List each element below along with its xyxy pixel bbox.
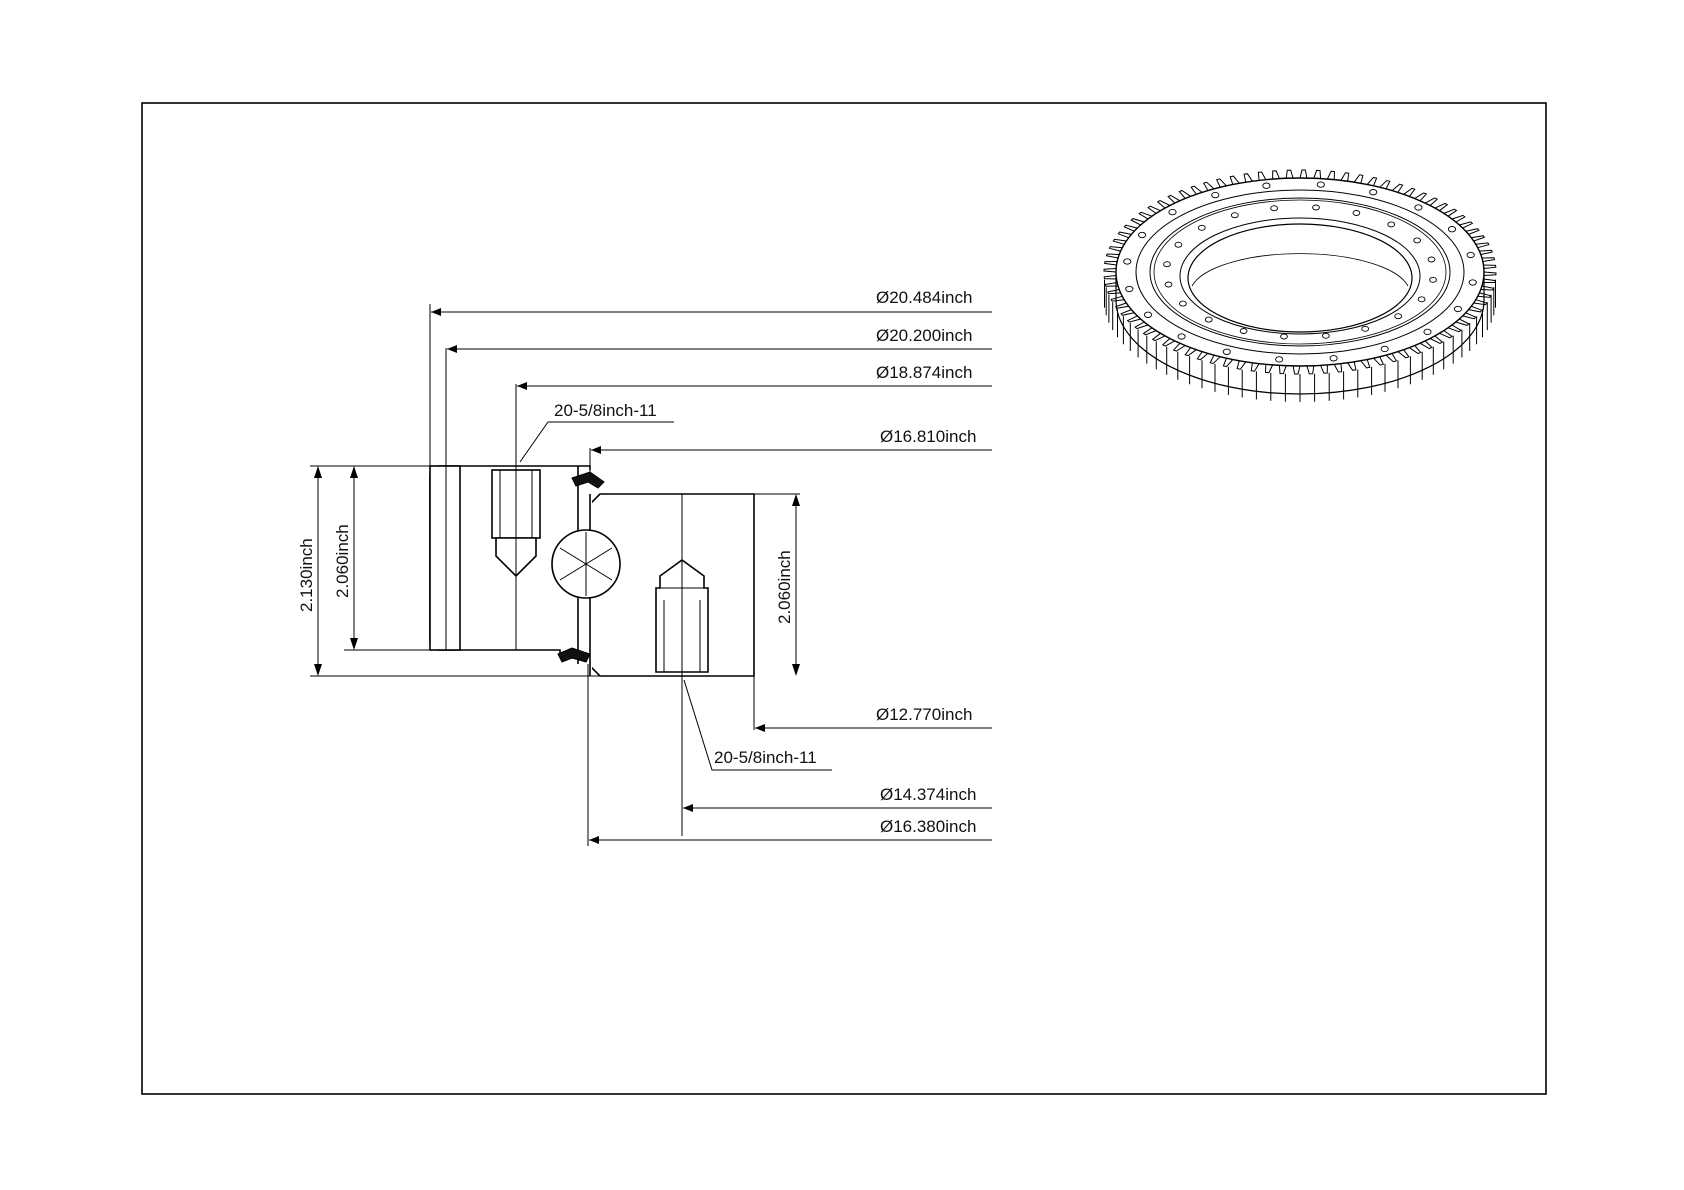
inner-mounting-hole <box>1427 256 1436 263</box>
inner-mounting-hole <box>1204 316 1213 323</box>
inner-mounting-hole <box>1230 212 1239 219</box>
outer-mounting-hole <box>1222 348 1231 355</box>
inner-mounting-hole <box>1270 205 1278 212</box>
outer-mounting-hole <box>1316 181 1325 188</box>
inner-mounting-hole <box>1394 313 1403 320</box>
inner-mounting-hole <box>1413 237 1421 244</box>
inner-mounting-hole <box>1352 210 1361 216</box>
inner-mounting-hole <box>1322 332 1330 339</box>
outer-mounting-hole <box>1329 355 1338 362</box>
outer-mounting-hole <box>1369 189 1378 196</box>
outer-mounting-hole <box>1211 191 1220 199</box>
outer-mounting-hole <box>1380 345 1389 353</box>
inner-mounting-hole <box>1174 241 1183 248</box>
diameter-dimensions <box>431 308 992 844</box>
inner-mounting-hole <box>1417 296 1426 303</box>
dim-outer-ring-height: 2.060inch <box>333 524 352 598</box>
bearing-cross-section <box>429 304 755 846</box>
height-dimensions <box>310 465 800 677</box>
dim-inner-ring-bore: Ø12.770inch <box>876 705 972 724</box>
dim-outer-bolt-circle: Ø18.874inch <box>876 363 972 382</box>
inner-mounting-hole <box>1239 328 1248 334</box>
outer-mounting-hole <box>1123 258 1132 265</box>
inner-mounting-hole <box>1163 261 1171 268</box>
slewing-ring-3d-view <box>1103 169 1497 402</box>
outer-mounting-hole <box>1125 285 1134 293</box>
inner-mounting-hole <box>1280 333 1288 340</box>
outer-mounting-hole <box>1168 208 1177 216</box>
inner-mounting-hole <box>1179 300 1187 307</box>
outer-mounting-hole <box>1177 333 1186 340</box>
bottom-seal <box>557 647 591 663</box>
gear-teeth <box>1103 169 1497 402</box>
outer-mounting-hole <box>1414 204 1423 211</box>
inner-mounting-hole <box>1312 204 1320 211</box>
label-outer-thread: 20-5/8inch-11 <box>554 401 657 420</box>
inner-mounting-hole <box>1361 325 1370 332</box>
dim-inner-ring-outer: Ø16.380inch <box>880 817 976 836</box>
outer-mounting-hole <box>1275 356 1284 363</box>
outer-mounting-hole <box>1423 328 1432 336</box>
dim-outer-diameter: Ø20.484inch <box>876 288 972 307</box>
outer-mounting-hole <box>1453 305 1462 313</box>
inner-mounting-hole <box>1197 224 1206 231</box>
dim-inner-ring-height: 2.060inch <box>775 550 794 624</box>
dim-inner-bolt-circle: Ø14.374inch <box>880 785 976 804</box>
outer-ring-flange <box>429 465 461 651</box>
outer-mounting-hole <box>1447 226 1457 233</box>
inner-mounting-hole <box>1164 281 1173 288</box>
outer-mounting-hole <box>1466 251 1475 259</box>
label-inner-thread: 20-5/8inch-11 <box>714 748 817 767</box>
inner-mounting-hole <box>1429 276 1437 283</box>
inner-mounting-hole <box>1387 221 1396 228</box>
outer-mounting-hole <box>1143 311 1153 318</box>
dim-total-height: 2.130inch <box>297 538 316 612</box>
dim-outer-ring-face: Ø20.200inch <box>876 326 972 345</box>
outer-mounting-hole <box>1468 279 1477 286</box>
dim-outer-ring-bore: Ø16.810inch <box>880 427 976 446</box>
drawing-frame <box>141 102 1547 1095</box>
outer-mounting-hole <box>1138 231 1147 239</box>
outer-mounting-hole <box>1262 182 1271 189</box>
